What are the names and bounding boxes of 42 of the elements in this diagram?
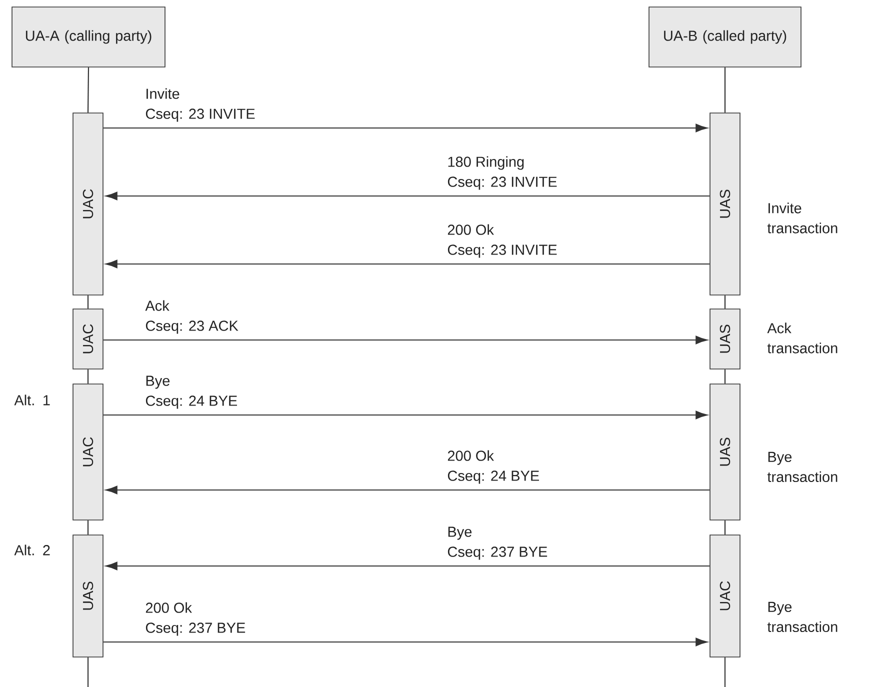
activation-bar: UAS <box>710 308 740 370</box>
side-label: Ack transaction <box>767 322 838 354</box>
lifeline <box>724 295 726 309</box>
lifeline <box>724 369 726 384</box>
activation-bar: UAS <box>710 384 740 520</box>
edge-label: Ack Cseq: 23 ACK <box>145 300 238 334</box>
message-arrow <box>103 336 708 344</box>
edge-label: 200 Ok Cseq: 24 BYE <box>448 450 539 484</box>
message-arrow <box>103 638 708 646</box>
edge-label: Bye Cseq: 24 BYE <box>146 376 237 409</box>
side-label: Invite transaction <box>767 202 838 234</box>
message-arrow <box>105 486 710 494</box>
lifeline <box>724 657 726 687</box>
lifeline <box>87 67 90 113</box>
lifeline <box>724 67 726 113</box>
message-arrow <box>103 410 708 420</box>
message-arrow <box>105 192 710 200</box>
edge-label: 180 Ringing Cseq: 23 INVITE <box>448 156 557 190</box>
edge-label: 200 Ok Cseq: 23 INVITE <box>448 224 557 258</box>
side-label: Alt. 1 <box>14 394 50 406</box>
activation-bar: UAC <box>72 308 104 370</box>
lifeline <box>724 520 726 535</box>
message-arrow <box>105 260 710 268</box>
activation-bar: UAS <box>710 112 740 296</box>
edge-label: Invite Cseq: 23 INVITE <box>146 88 255 122</box>
activation-bar: UAC <box>72 112 104 296</box>
activation-bar: UAC <box>710 534 740 658</box>
lifeline <box>87 295 89 309</box>
side-label: Bye transaction <box>767 452 838 482</box>
participant-box: UA-A (calling party) <box>12 6 166 68</box>
activation-bar: UAC <box>72 384 104 520</box>
message-arrow <box>105 562 710 570</box>
lifeline <box>87 657 89 687</box>
edge-label: 200 Ok Cseq: 237 BYE <box>146 602 246 636</box>
edge-label: Bye Cseq: 237 BYE <box>448 526 548 560</box>
side-label: Bye transaction <box>767 602 838 632</box>
activation-bar: UAS <box>72 534 104 658</box>
participant-box: UA-B (called party) <box>648 6 802 68</box>
lifeline <box>87 369 89 384</box>
side-label: Alt. 2 <box>14 544 50 556</box>
message-arrow <box>103 124 708 132</box>
lifeline <box>87 520 89 535</box>
